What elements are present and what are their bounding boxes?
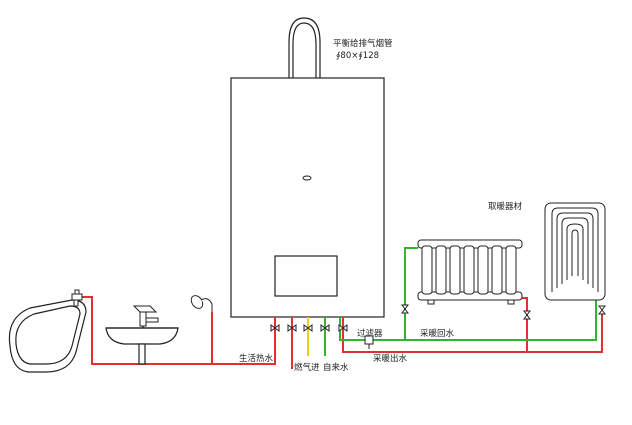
bathtub (8, 299, 87, 373)
basin-tap-icon (132, 305, 159, 327)
valve-icon (401, 304, 409, 314)
boiler-logo-icon (302, 175, 312, 181)
heating-supply-label: 采暖出水 (373, 353, 408, 364)
gas-inlet-label: 燃气进 (294, 362, 320, 373)
tap-water-label: 自来水 (323, 362, 349, 373)
filter-icon (364, 335, 374, 349)
wash-basin (105, 327, 179, 365)
heating-return-label: 采暖回水 (420, 328, 455, 339)
hot-water-pipes (79, 296, 603, 369)
valve-icon (598, 305, 606, 315)
radiator (417, 239, 523, 305)
shower-head-icon (190, 295, 213, 312)
valve-icon (338, 324, 348, 332)
valve-icon (287, 324, 297, 332)
boiler-display-panel (274, 255, 338, 297)
filter-label: 过滤器 (357, 328, 383, 339)
flue-label: 平衡给排气烟管 (333, 38, 393, 49)
valve-icon (523, 310, 531, 320)
flue-pipe (288, 17, 321, 78)
flue-size-label: ∮80×∮128 (336, 51, 379, 61)
valve-icon (303, 324, 313, 332)
domestic-hot-water-label: 生活热水 (239, 353, 274, 364)
pipe-valves (270, 304, 606, 332)
towel-radiator (544, 202, 606, 301)
bathtub-faucet-icon (71, 289, 83, 307)
valve-icon (270, 324, 280, 332)
valve-icon (320, 324, 330, 332)
boiler-unit (230, 77, 385, 318)
radiator-label: 取暖器材 (488, 201, 523, 212)
